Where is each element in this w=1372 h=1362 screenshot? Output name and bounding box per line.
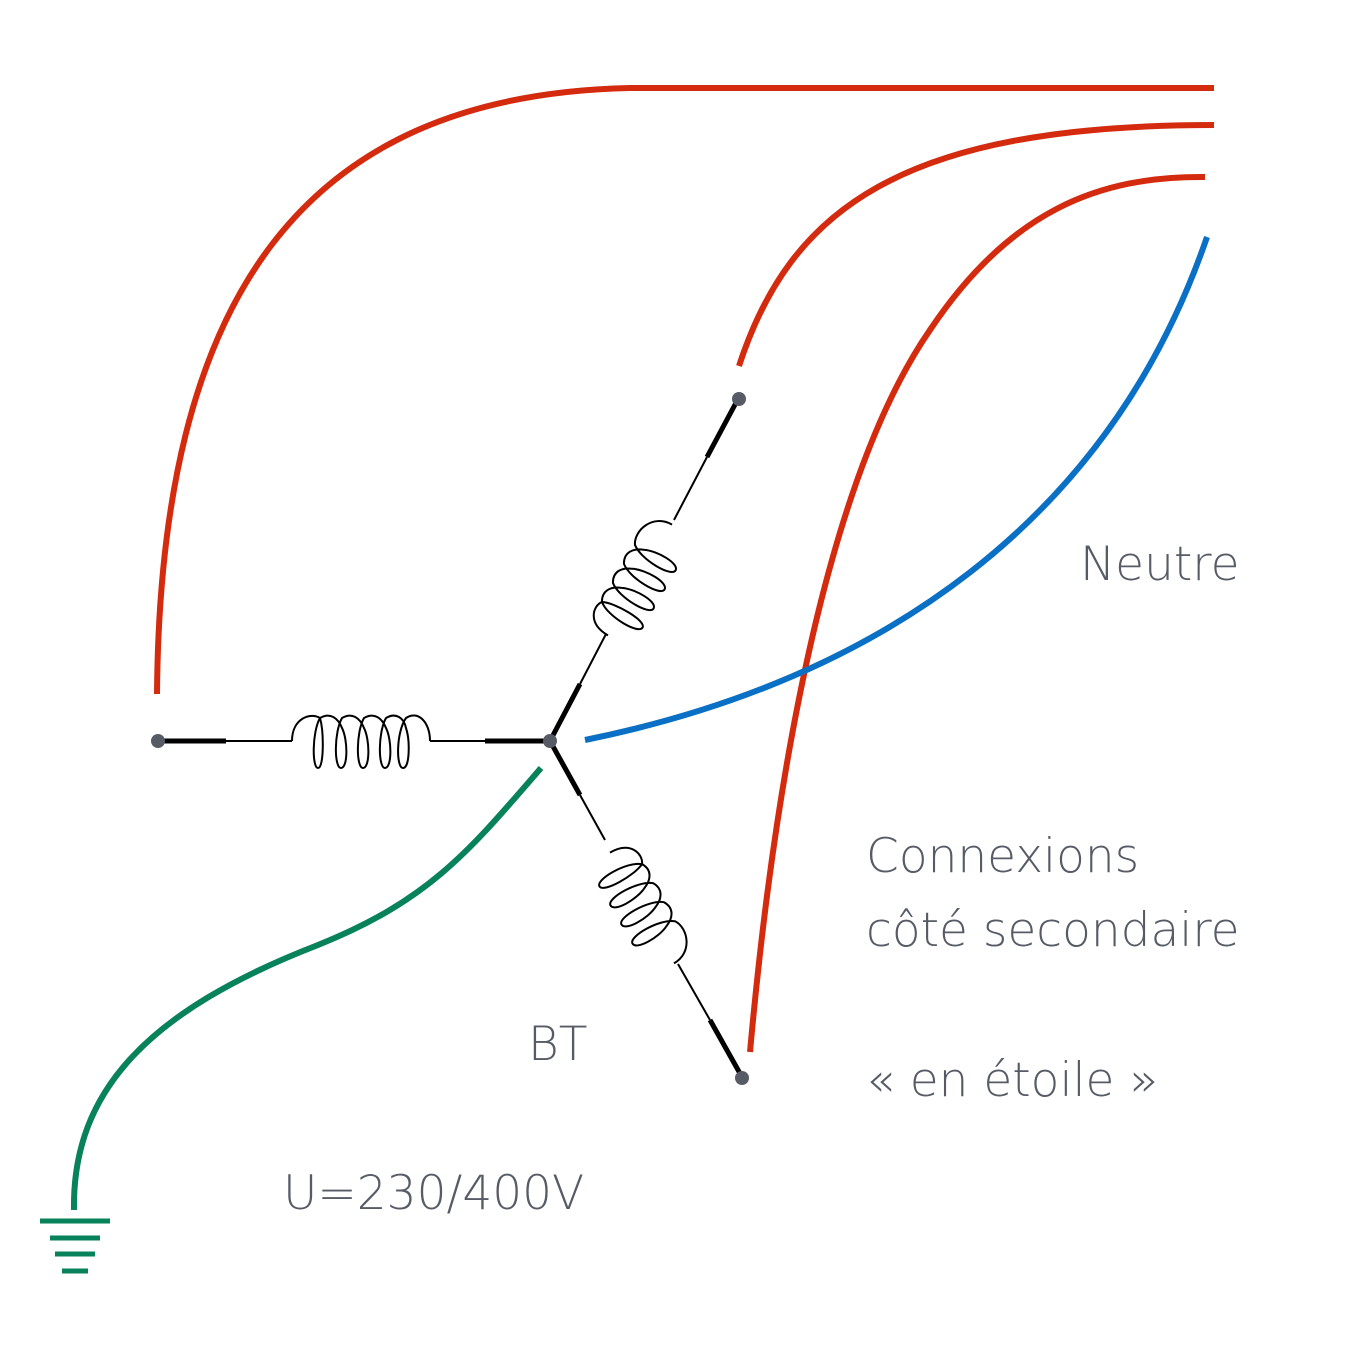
- inductor-coil-icon: [592, 520, 677, 637]
- phase-conductor-2: [736, 122, 1215, 367]
- earth-conductor: [70, 766, 544, 1211]
- phase-conductors: [154, 85, 1215, 1053]
- connections-label-line2: côté secondaire: [866, 903, 1240, 958]
- winding-left: [158, 714, 550, 769]
- winding-upper: [547, 397, 741, 743]
- terminal-node-upper: [732, 392, 746, 406]
- winding-lower: [547, 739, 745, 1079]
- terminal-nodes: [151, 392, 749, 1085]
- voltage-label: U=230/400V: [283, 1166, 585, 1221]
- inductor-coil-icon: [291, 714, 431, 769]
- terminal-node-lower: [735, 1071, 749, 1085]
- ground-icon: [40, 1218, 110, 1274]
- phase-conductor-3: [747, 173, 1206, 1053]
- inductor-coil-icon: [598, 846, 688, 965]
- terminal-node-left: [151, 734, 165, 748]
- bt-label: BT: [528, 1017, 588, 1072]
- phase-conductor-1: [154, 85, 1214, 695]
- connections-label-line1: Connexions: [866, 829, 1140, 884]
- neutral-label: Neutre: [1080, 537, 1240, 592]
- neutral-conductor: [584, 236, 1210, 743]
- star-label: « en étoile »: [866, 1053, 1159, 1108]
- star-point-node: [543, 734, 557, 748]
